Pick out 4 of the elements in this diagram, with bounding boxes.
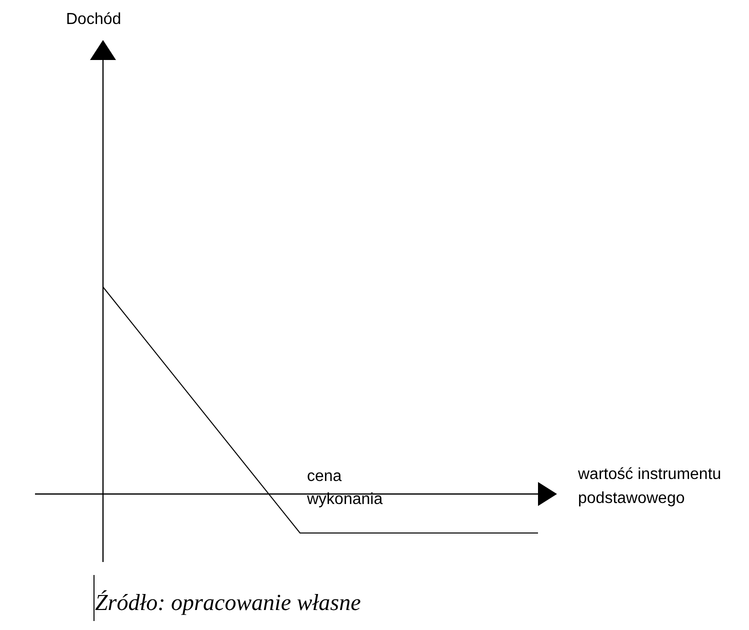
axis-label: Dochód bbox=[66, 10, 122, 30]
caption: Źródło: opracowanie własne bbox=[95, 589, 361, 617]
axis-label: cena wykonania bbox=[307, 467, 384, 510]
axis-label: wartość instrumentu podstawowego bbox=[578, 465, 722, 509]
